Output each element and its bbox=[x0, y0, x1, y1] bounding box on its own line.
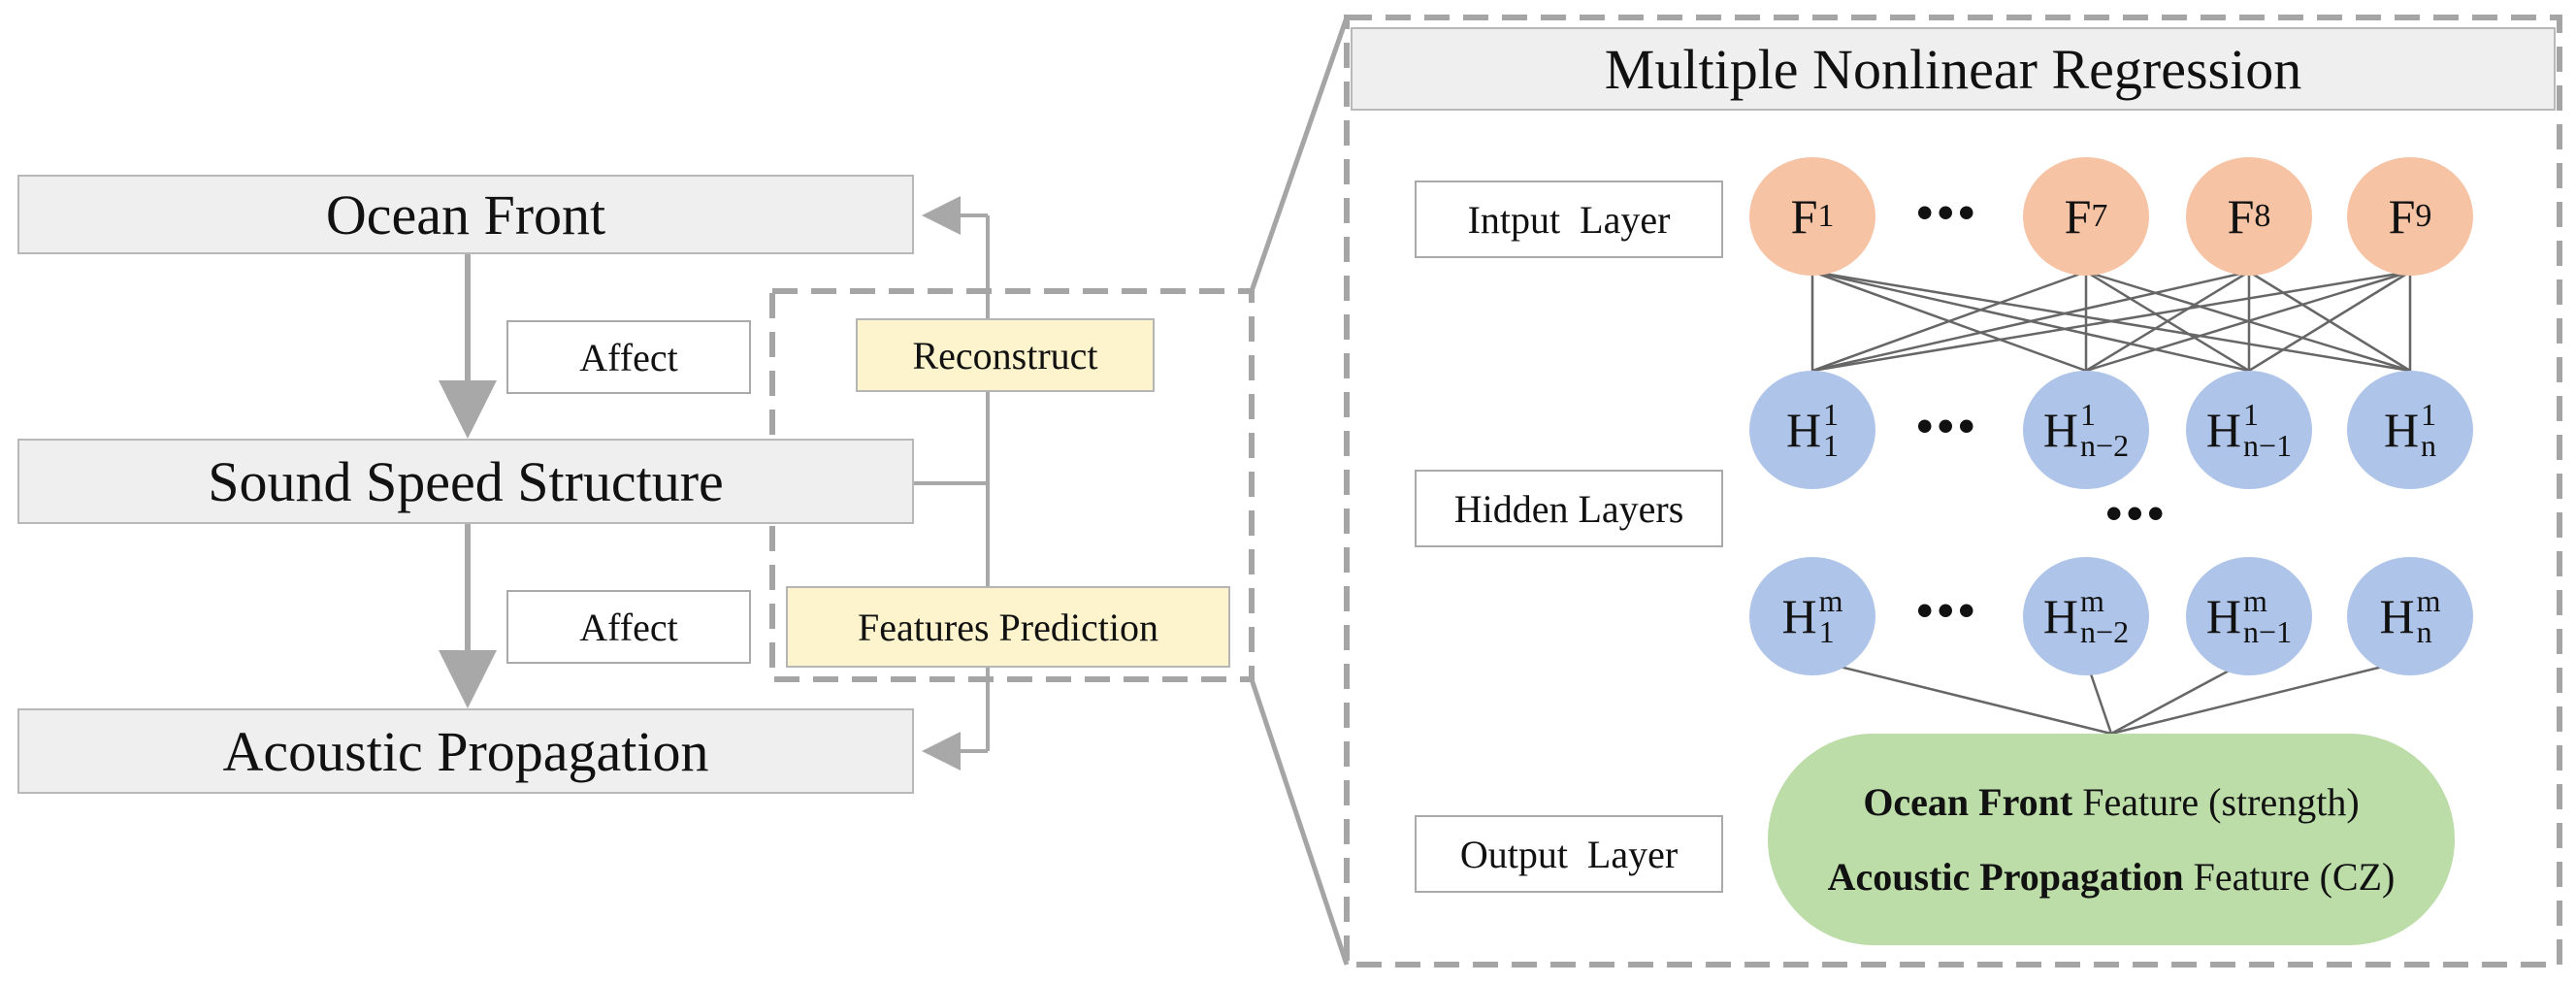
sound-speed-box: Sound Speed Structure bbox=[17, 439, 914, 524]
ocean-front-box: Ocean Front bbox=[17, 175, 914, 254]
output-line-ocean-front: Ocean Front Feature (strength) bbox=[1863, 780, 2360, 824]
input-layer-label: Intput Layer bbox=[1415, 180, 1723, 258]
output-layer-label: Output Layer bbox=[1415, 815, 1723, 893]
hidden-layers-label: Hidden Layers bbox=[1415, 470, 1723, 547]
affect-label-2: Affect bbox=[506, 590, 751, 664]
model-frame-large bbox=[1344, 15, 2562, 968]
acoustic-propagation-box: Acoustic Propagation bbox=[17, 708, 914, 794]
features-prediction-box: Features Prediction bbox=[786, 586, 1230, 668]
hidden-rowm-ellipsis: ••• bbox=[1916, 583, 1979, 638]
regression-title: Multiple Nonlinear Regression bbox=[1351, 27, 2556, 111]
hidden-layers-ellipsis: ••• bbox=[2105, 486, 2168, 541]
model-frame-small bbox=[769, 288, 1255, 682]
output-line-acoustic: Acoustic Propagation Feature (CZ) bbox=[1827, 855, 2396, 899]
acoustic-propagation-label: Acoustic Propagation bbox=[222, 719, 709, 783]
sound-speed-label: Sound Speed Structure bbox=[208, 449, 724, 513]
reconstruct-box: Reconstruct bbox=[856, 318, 1155, 392]
hidden-row1-ellipsis: ••• bbox=[1916, 399, 1979, 453]
output-node: Ocean Front Feature (strength) Acoustic … bbox=[1768, 734, 2455, 945]
ocean-front-label: Ocean Front bbox=[325, 182, 606, 246]
input-ellipsis: ••• bbox=[1916, 185, 1979, 240]
affect-label-1: Affect bbox=[506, 320, 751, 394]
